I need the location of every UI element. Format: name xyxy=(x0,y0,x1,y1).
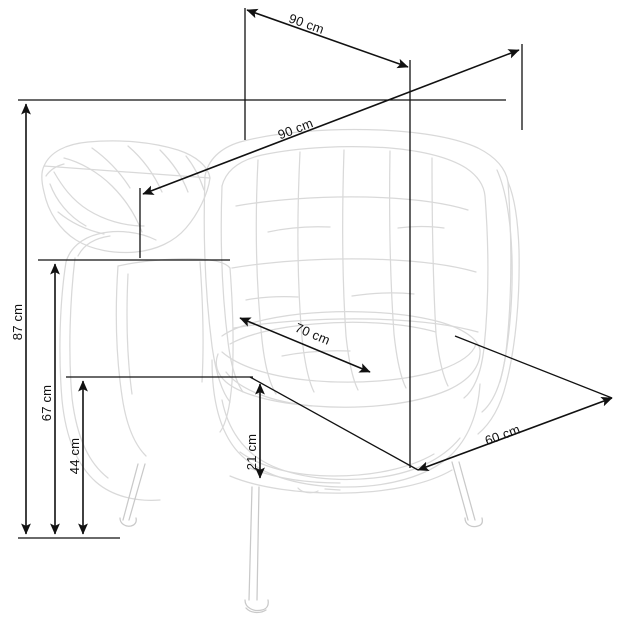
leadline-base-depth-right xyxy=(454,335,613,399)
dimension-arrow-overall-depth xyxy=(142,49,520,195)
label-base-depth: 60 cm xyxy=(483,421,522,448)
dimension-arrow-seat-width xyxy=(239,317,371,373)
chair-right-wing xyxy=(477,169,520,435)
dimension-arrow-base-depth xyxy=(417,397,613,471)
label-overall-depth: 90 cm xyxy=(276,115,315,142)
label-armrest-height: 67 cm xyxy=(39,385,54,421)
dimension-arrow-overall-width xyxy=(246,8,409,69)
chair-legs xyxy=(119,461,483,614)
dimension-seat-width xyxy=(239,317,371,373)
chair-backrest xyxy=(203,128,512,413)
label-total-height: 87 cm xyxy=(10,304,25,340)
dimension-overall-width xyxy=(246,8,409,69)
label-seat-height: 44 cm xyxy=(67,438,82,474)
dimension-labels: 90 cm 90 cm 87 cm 67 cm 44 cm 70 cm 60 c… xyxy=(10,11,522,475)
label-leg-clearance: 21 cm xyxy=(244,434,259,470)
label-overall-width: 90 cm xyxy=(287,11,326,37)
dimension-annotations xyxy=(18,8,613,539)
dimension-base-depth xyxy=(249,335,613,471)
dimension-overall-depth xyxy=(142,49,520,195)
chair-illustration xyxy=(41,128,520,614)
chair-seat-base xyxy=(211,359,481,494)
chair-outer-shell xyxy=(59,230,161,501)
chair-left-pillow xyxy=(41,140,211,254)
leadline-base-depth-left xyxy=(249,376,419,471)
chair-armrest-left xyxy=(115,258,234,457)
chair-base-glide xyxy=(297,487,341,494)
